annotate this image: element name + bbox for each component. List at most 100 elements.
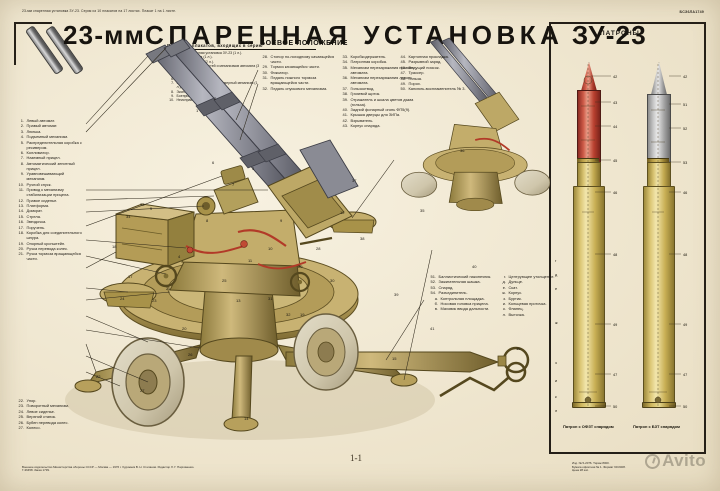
list-item-label: Трассер. (408, 70, 425, 76)
svg-text:12: 12 (340, 210, 345, 215)
list-item-label: Капсюль-воспламенитель № 3. (408, 86, 466, 92)
list-item-number: 36. (342, 75, 348, 81)
list-item-label: Задний фонарный огонь ФП5(9). (350, 107, 411, 113)
svg-text:32: 32 (286, 312, 291, 317)
list-item-number: 4. (20, 134, 24, 140)
imprint-footer-right: Изд. № 5-2076. Тираж 8000. Бумага офсетн… (572, 462, 702, 473)
list-item-number: 41. (342, 112, 348, 118)
list-item-number: 32. (262, 85, 268, 91)
combat-underline (260, 49, 316, 50)
svg-text:14: 14 (244, 416, 249, 421)
svg-text:л: л (555, 409, 557, 413)
list-item: 1.Левый автомат. (16, 118, 82, 123)
list-item-number: 52. (430, 279, 436, 285)
watermark-text: Avito (662, 451, 706, 470)
list-item-label: Подъемный механизм. (26, 134, 69, 140)
list-item: 8.Автоматический зенитный прицел. (16, 161, 82, 171)
svg-text:3: 3 (252, 166, 255, 171)
parts-list-44-50: 44.Картонная прокладка.45.Разрывной заря… (398, 54, 472, 92)
list-item: 29.Тормоз качающейся части. (260, 64, 342, 69)
list-item: 49.Порох. (398, 81, 472, 86)
list-item-label: Коробкодержатель. (350, 54, 387, 59)
list-item: г.Центрующее утолщение. (500, 274, 562, 279)
list-item: 6.Коллиматор. (16, 150, 82, 155)
list-item-label: Зажигательная шашка. (438, 279, 481, 285)
series-panel-header: Перечень плакатов, входящих в серию (167, 43, 263, 48)
svg-text:4: 4 (178, 254, 181, 259)
svg-text:37: 37 (352, 178, 357, 183)
svg-text:20: 20 (182, 326, 187, 331)
list-item-label: Взрыватель. (350, 117, 374, 123)
list-item: 20.Ручка перевода колес. (16, 246, 82, 251)
list-item-label: Левое сиденье. (26, 408, 55, 414)
svg-text:к: к (555, 395, 557, 399)
svg-text:5: 5 (150, 206, 153, 211)
list-item: 16.Звездочка. (16, 219, 82, 224)
list-item: 22.Упор. (16, 398, 82, 403)
list-item-label: Контрольная площадка. (440, 295, 485, 301)
list-item-label: 23-мм спаренная установка ЗУ-23 (1 л.). (176, 51, 243, 55)
svg-text:47: 47 (613, 373, 617, 377)
list-item: 36.Механизм перезаряжания левого автомат… (340, 75, 420, 85)
parts-list-33-43: 33.Коробкодержатель.34.Патронная коробка… (340, 54, 420, 129)
list-item-number: 40. (342, 107, 348, 113)
svg-text:25: 25 (222, 278, 227, 283)
list-item-label: Распределительная коробка с ресивером. (26, 139, 82, 150)
frame-right-edge (704, 22, 706, 454)
list-item-label: Ручка перевода колес. (26, 245, 69, 251)
list-item-number: 13. (18, 203, 24, 209)
list-item-label: Грязевой щиток. (350, 91, 381, 97)
series-underline (167, 48, 263, 50)
list-item-number: и. (502, 300, 506, 306)
list-item-label: Домкрат. (26, 208, 43, 214)
list-item-number: 1. (20, 118, 24, 123)
list-item-number: 35. (342, 64, 348, 70)
list-item-number: 31. (262, 75, 268, 81)
list-item-number: з. (503, 295, 506, 301)
parts-list-28-32: 28.Стопор по-походному качающейся части.… (260, 54, 342, 91)
cartridge-right-caption: Патрон с БЗТ снарядом (633, 424, 681, 429)
list-item: 24.Левое сиденье. (16, 409, 82, 414)
list-item: 19.Опорный кронштейн. (16, 241, 82, 246)
list-item: 42.Взрыватель. (340, 118, 420, 123)
combat-position-header: БОЕВОЕ ПОЛОЖЕНИЕ (260, 40, 349, 47)
list-item-number: 29. (262, 64, 268, 70)
list-item: 40.Задний фонарный огонь ФП5(9). (340, 107, 420, 112)
list-item: 45.Разрывной заряд. (398, 59, 472, 64)
svg-text:6: 6 (212, 160, 215, 165)
list-item: 34.Патронная коробка. (340, 59, 420, 64)
list-item-number: 18. (18, 230, 24, 236)
list-item-label: Стопор по-походному качающейся части. (270, 54, 335, 65)
svg-text:17: 17 (128, 274, 133, 279)
list-item: 51.Баллистический наконечник. (428, 274, 500, 279)
list-item-number: 42. (342, 117, 348, 123)
svg-text:29: 29 (298, 264, 303, 269)
list-item-number: б. (434, 300, 438, 306)
list-item-number: 49. (400, 80, 406, 86)
list-item: 4.Подъемный механизм. (16, 134, 82, 139)
list-item-number: 22. (18, 398, 24, 403)
list-item: 21.Ручка тормоза вращающейся части. (16, 251, 82, 261)
list-item-number: 2. (20, 123, 24, 129)
svg-text:23: 23 (152, 298, 157, 303)
list-item-label: Правое сиденье. (26, 197, 58, 203)
list-item-label: Привод к механизму стабилизации прицела. (26, 187, 70, 198)
imprint-line-2: Г-36458. Заказ 1739. (22, 468, 50, 473)
avito-watermark: Avito (645, 451, 706, 471)
list-item-number: 12. (18, 197, 24, 203)
list-item-label: Снаряд. (438, 284, 454, 290)
list-item-number: 38. (342, 91, 348, 97)
list-item-label: Отражатель и шкала цветов дыма (гильза). (350, 96, 414, 107)
list-item: 5.Распределительная коробка с ресивером. (16, 140, 82, 150)
list-item-number: 20. (18, 245, 24, 251)
list-item: л.Выточка. (500, 312, 562, 317)
list-item: 10.Ручной спуск. (16, 182, 82, 187)
list-item-label: Верхний станок. (26, 414, 57, 420)
list-item: 3.Люлька. (16, 129, 82, 134)
svg-text:38: 38 (360, 236, 365, 241)
svg-text:47: 47 (683, 373, 687, 377)
list-item: 17.Поручень. (16, 225, 82, 230)
svg-text:31: 31 (268, 296, 273, 301)
